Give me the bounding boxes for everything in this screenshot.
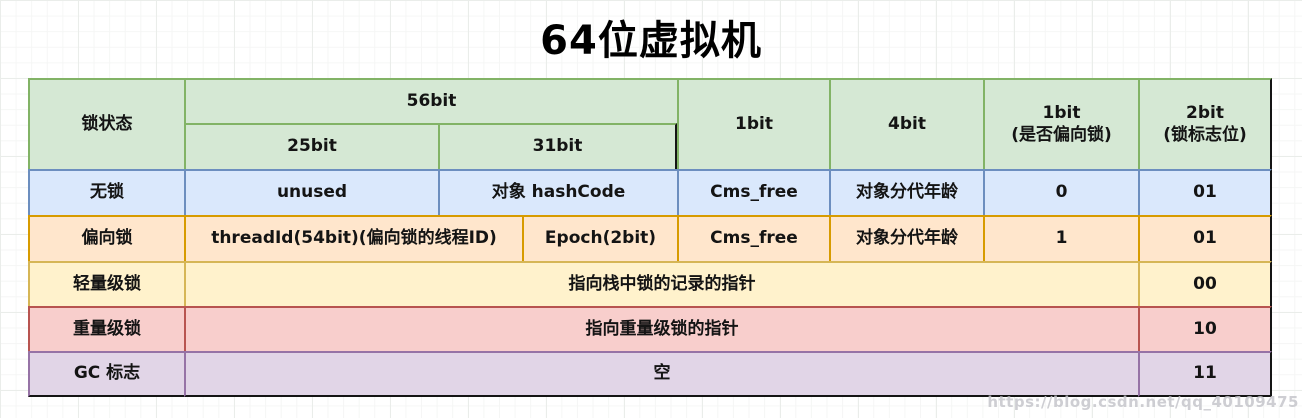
cell-biased-flag-biased: 1 — [983, 215, 1138, 261]
row-gc-mark: GC 标志 空 11 — [28, 351, 1272, 397]
cell-monitor-pointer: 指向重量级锁的指针 — [184, 306, 1138, 351]
header-1bit-biased-line1: 1bit — [1042, 103, 1081, 124]
cell-biased-flag-nolock: 0 — [983, 169, 1138, 215]
cell-gen-age-nolock: 对象分代年龄 — [829, 169, 983, 215]
cell-lock-flag-heavyweight: 10 — [1138, 306, 1272, 351]
header-1bit-biased-line2: (是否偏向锁) — [1011, 124, 1112, 145]
header-2bit-flag: 2bit (锁标志位) — [1138, 78, 1272, 169]
cell-lock-flag-biased: 01 — [1138, 215, 1272, 261]
header-31bit: 31bit — [438, 123, 677, 169]
header-row-sub: 25bit 31bit — [28, 123, 1272, 169]
cell-unused: unused — [184, 169, 438, 215]
header-1bit-biased: 1bit (是否偏向锁) — [983, 78, 1138, 169]
csdn-watermark: https://blog.csdn.net/qq_40109475 — [987, 393, 1299, 411]
header-4bit: 4bit — [829, 78, 983, 169]
cell-biased-lock-label: 偏向锁 — [28, 215, 184, 261]
cell-no-lock-label: 无锁 — [28, 169, 184, 215]
page-title: 64位虚拟机 — [540, 18, 762, 64]
header-row-top: 锁状态 56bit 1bit 4bit 1bit (是否偏向锁) 2bit (锁… — [28, 78, 1272, 169]
cell-epoch: Epoch(2bit) — [522, 215, 677, 261]
cell-lock-flag-nolock: 01 — [1138, 169, 1272, 215]
row-lightweight-lock: 轻量级锁 指向栈中锁的记录的指针 00 — [28, 261, 1272, 306]
cell-cms-free-biased: Cms_free — [677, 215, 829, 261]
cell-lock-flag-lightweight: 00 — [1138, 261, 1272, 306]
cell-thread-id: threadId(54bit)(偏向锁的线程ID) — [184, 215, 522, 261]
cell-stack-record-pointer: 指向栈中锁的记录的指针 — [184, 261, 1138, 306]
row-biased-lock: 偏向锁 threadId(54bit)(偏向锁的线程ID) Epoch(2bit… — [28, 215, 1272, 261]
cell-cms-free-nolock: Cms_free — [677, 169, 829, 215]
row-no-lock: 无锁 unused 对象 hashCode Cms_free 对象分代年龄 0 … — [28, 169, 1272, 215]
header-2bit-flag-line2: (锁标志位) — [1163, 124, 1247, 145]
header-1bit: 1bit — [677, 78, 829, 169]
cell-lightweight-label: 轻量级锁 — [28, 261, 184, 306]
cell-gen-age-biased: 对象分代年龄 — [829, 215, 983, 261]
cell-lock-flag-gc: 11 — [1138, 351, 1272, 397]
cell-heavyweight-label: 重量级锁 — [28, 306, 184, 351]
cell-object-hashcode: 对象 hashCode — [438, 169, 677, 215]
cell-empty: 空 — [184, 351, 1138, 397]
row-heavyweight-lock: 重量级锁 指向重量级锁的指针 10 — [28, 306, 1272, 351]
header-25bit: 25bit — [184, 123, 438, 169]
header-lock-state: 锁状态 — [28, 78, 184, 169]
mark-word-table: 锁状态 56bit 1bit 4bit 1bit (是否偏向锁) 2bit (锁… — [28, 78, 1272, 397]
cell-gc-mark-label: GC 标志 — [28, 351, 184, 397]
header-56bit: 56bit — [184, 78, 677, 123]
header-2bit-flag-line1: 2bit — [1186, 103, 1224, 124]
